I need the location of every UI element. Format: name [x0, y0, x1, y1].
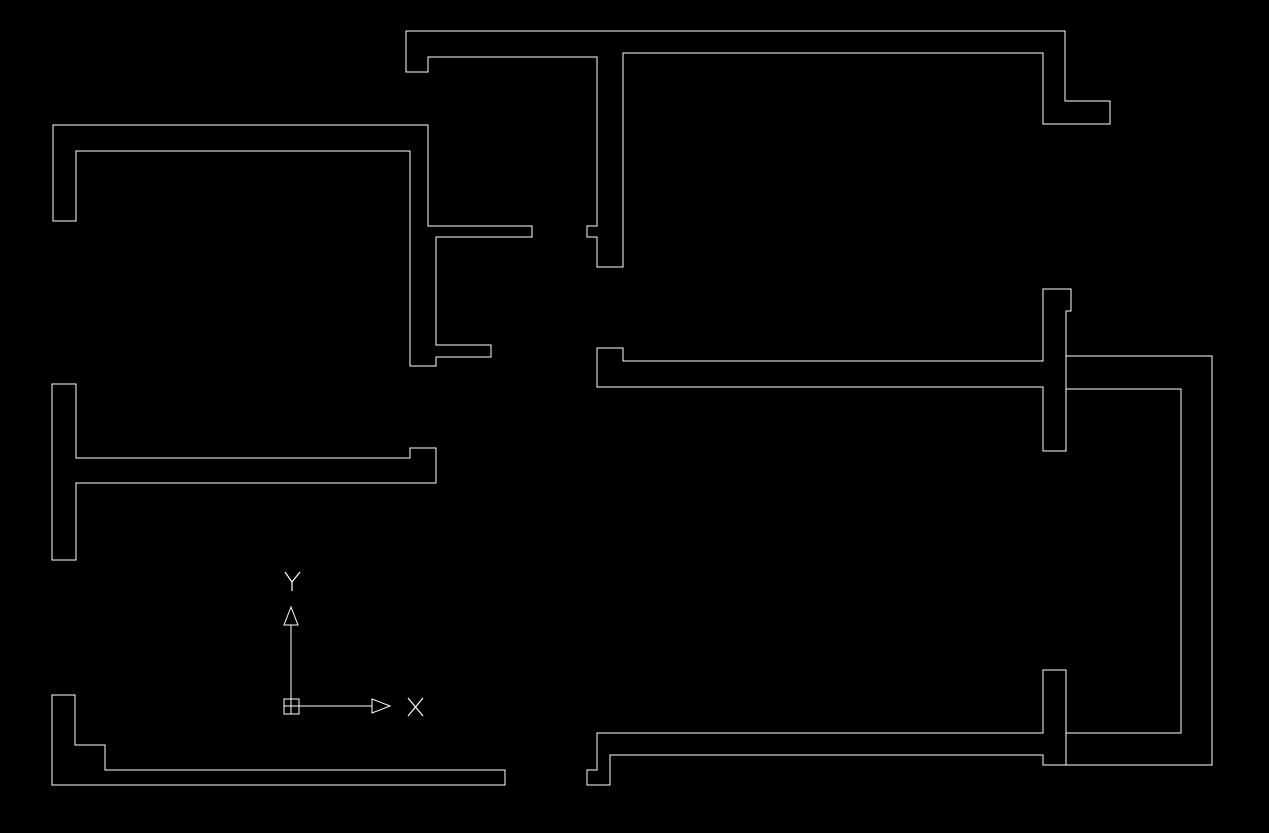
ucs-icon: Y X: [283, 571, 424, 717]
wall-upper-left[interactable]: [52, 124, 533, 367]
wall-balcony-inner[interactable]: [1066, 388, 1182, 734]
wall-balcony-frame[interactable]: [1066, 355, 1213, 766]
wall-right-bottom[interactable]: [586, 669, 1067, 786]
ucs-y-arrow: [283, 605, 299, 626]
ucs-x-arrow: [371, 698, 392, 714]
wall-middle-left[interactable]: [51, 383, 437, 561]
ucs-x-letter: X: [407, 697, 424, 717]
wall-bottom-left[interactable]: [51, 694, 506, 786]
wall-right-middle[interactable]: [596, 288, 1072, 452]
wall-top-center[interactable]: [405, 30, 1111, 268]
ucs-y-letter: Y: [284, 571, 301, 591]
